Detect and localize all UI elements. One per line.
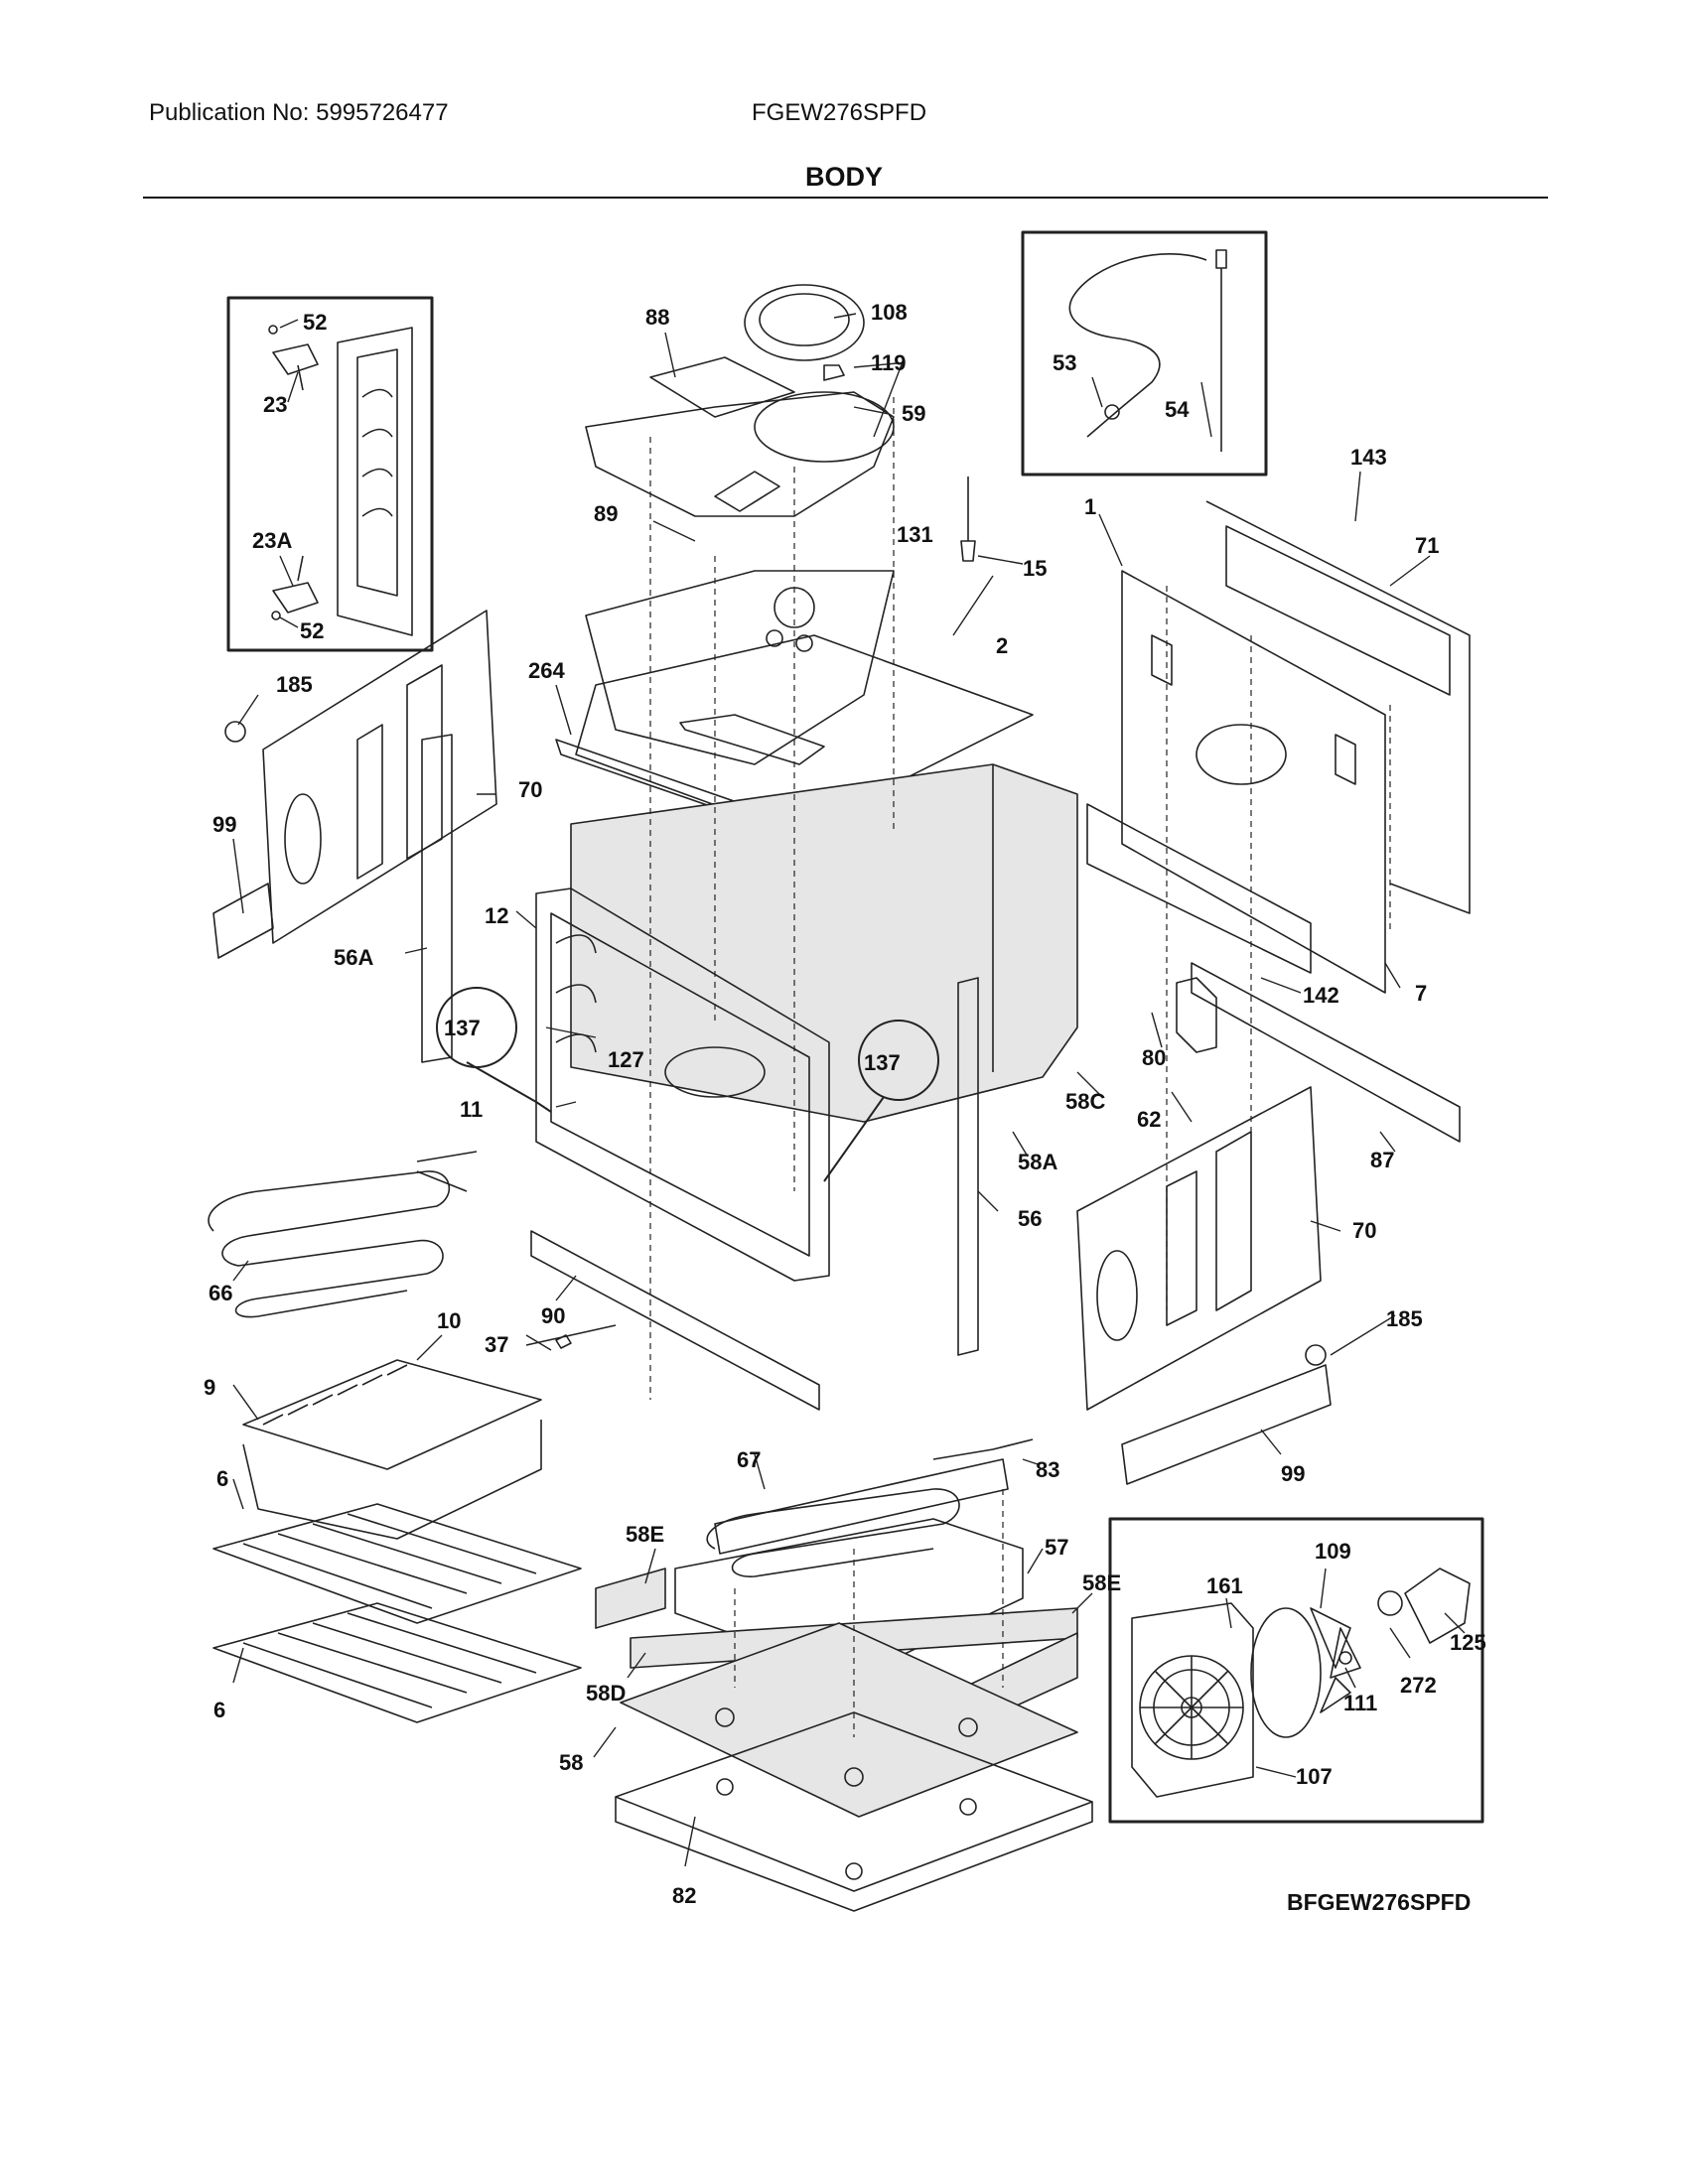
callout-137: 137	[864, 1050, 901, 1075]
callout-57: 57	[1045, 1535, 1068, 1560]
inset-box-hinge	[226, 296, 434, 652]
callout-125: 125	[1450, 1630, 1486, 1655]
callout-109: 109	[1315, 1539, 1351, 1564]
callout-23a: 23A	[252, 528, 292, 553]
callout-37: 37	[485, 1332, 508, 1357]
diagram-code: BFGEW276SPFD	[1287, 1889, 1472, 1915]
callout-56a: 56A	[334, 945, 373, 970]
insulation-pads	[595, 1568, 1078, 1818]
callout-87: 87	[1370, 1148, 1394, 1172]
callout-58c: 58C	[1065, 1089, 1105, 1114]
callout-111: 111	[1343, 1691, 1377, 1715]
callout-119: 119	[871, 350, 907, 375]
convection-fan-inset-parts	[1131, 1568, 1471, 1798]
callout-2: 2	[996, 633, 1008, 658]
model-number: FGEW276SPFD	[752, 99, 927, 126]
callout-56: 56	[1018, 1206, 1042, 1231]
callout-108: 108	[871, 300, 908, 325]
callout-6: 6	[216, 1466, 228, 1491]
bottom-pan	[615, 1711, 1093, 1912]
callout-10: 10	[437, 1308, 461, 1333]
callout-131: 131	[897, 522, 933, 547]
callout-15: 15	[1023, 556, 1047, 581]
callout-107: 107	[1296, 1764, 1333, 1789]
callout-90: 90	[541, 1303, 565, 1328]
callout-185: 185	[276, 672, 313, 697]
callout-1: 1	[1084, 494, 1096, 519]
broil-element	[208, 1151, 478, 1318]
callout-127: 127	[608, 1047, 644, 1072]
inset-box-sensor	[1021, 230, 1268, 477]
callout-99: 99	[212, 812, 236, 837]
callout-70: 70	[1352, 1218, 1376, 1243]
callout-59: 59	[902, 401, 925, 426]
callout-89: 89	[594, 501, 618, 526]
callout-137: 137	[444, 1016, 481, 1040]
bake-element	[674, 1438, 1034, 1679]
callout-142: 142	[1303, 983, 1339, 1008]
inset-box-convection-fan	[1108, 1517, 1484, 1824]
callout-58d: 58D	[586, 1681, 626, 1706]
callout-83: 83	[1036, 1457, 1059, 1482]
callout-71: 71	[1415, 533, 1439, 558]
callout-161: 161	[1206, 1573, 1243, 1598]
callout-11: 11	[460, 1097, 483, 1122]
callout-58: 58	[559, 1750, 583, 1775]
callout-264: 264	[528, 658, 565, 683]
callout-80: 80	[1142, 1045, 1166, 1070]
callout-88: 88	[645, 305, 669, 330]
broil-pan	[242, 1359, 542, 1540]
callout-66: 66	[209, 1281, 232, 1305]
oven-front-frame	[535, 887, 830, 1282]
callout-82: 82	[672, 1883, 696, 1908]
rear-panel	[1086, 500, 1471, 1143]
callout-58a: 58A	[1018, 1150, 1057, 1174]
callout-labels: 52 23 23A 52 185 99 70 56A 264 88 108 11…	[204, 300, 1486, 1908]
callout-9: 9	[204, 1375, 215, 1400]
callout-58e: 58E	[1082, 1570, 1121, 1595]
callout-272: 272	[1400, 1673, 1437, 1698]
callout-52: 52	[300, 618, 324, 643]
callout-6: 6	[213, 1698, 225, 1722]
callout-185: 185	[1386, 1306, 1423, 1331]
front-trim	[530, 1230, 820, 1411]
callout-58e: 58E	[626, 1522, 664, 1547]
callout-143: 143	[1350, 445, 1387, 470]
detail-circle-right	[858, 1020, 939, 1101]
sensor-inset-parts	[1068, 249, 1227, 452]
callout-99: 99	[1281, 1461, 1305, 1486]
header-rule	[143, 197, 1548, 199]
callout-23: 23	[263, 392, 287, 417]
callout-7: 7	[1415, 981, 1427, 1006]
callout-70: 70	[518, 777, 542, 802]
callout-67: 67	[737, 1447, 761, 1472]
oven-wrapper	[570, 763, 1078, 1123]
callout-62: 62	[1137, 1107, 1161, 1132]
oven-racks	[212, 1503, 582, 1723]
page-title: BODY	[804, 162, 883, 192]
callout-12: 12	[485, 903, 508, 928]
callout-52: 52	[303, 310, 327, 335]
callout-54: 54	[1165, 397, 1190, 422]
top-assembly	[555, 284, 1034, 845]
callout-53: 53	[1053, 350, 1076, 375]
temp-sensor	[525, 1324, 617, 1349]
publication-number: Publication No: 5995726477	[149, 99, 449, 126]
hinge-inset-parts	[268, 325, 413, 636]
